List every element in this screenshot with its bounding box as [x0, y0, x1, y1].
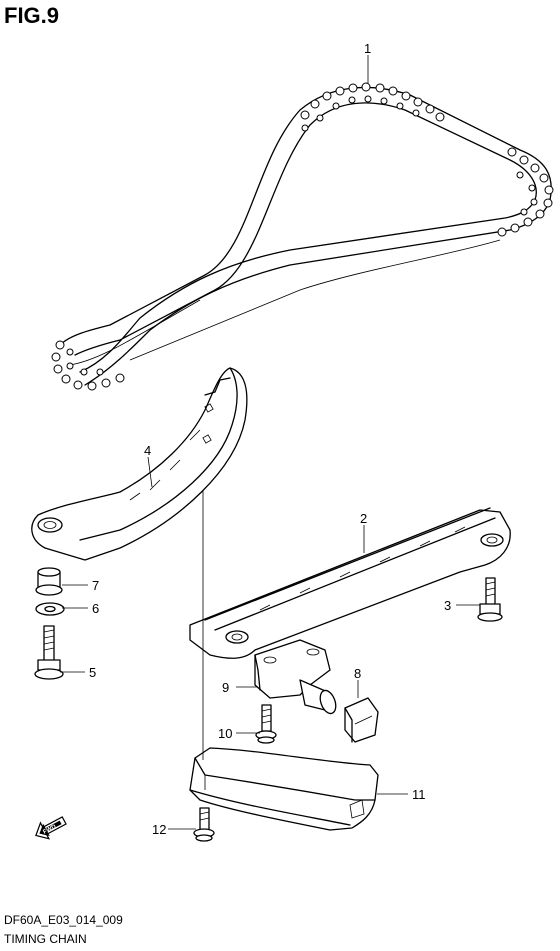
part-12-bolt[interactable]: [193, 807, 215, 842]
figure-name: TIMING CHAIN: [4, 932, 87, 946]
callout-6: 6: [92, 601, 99, 616]
callout-10: 10: [218, 726, 232, 741]
leader-lines: [60, 55, 480, 830]
part-11-chain-guide-cover[interactable]: [189, 747, 379, 831]
callout-5: 5: [89, 665, 96, 680]
part-3-bolt[interactable]: [477, 577, 503, 622]
callout-12: 12: [152, 822, 166, 837]
part-1-timing-chain[interactable]: [51, 82, 554, 391]
callout-4: 4: [144, 443, 151, 458]
fwd-arrow-icon: FWD: [35, 816, 67, 840]
figure-code: DF60A_E03_014_009: [4, 913, 123, 927]
callout-7: 7: [92, 578, 99, 593]
callout-2: 2: [360, 511, 367, 526]
part-7-collar[interactable]: [35, 567, 63, 596]
callout-3: 3: [444, 598, 451, 613]
part-4-chain-tensioner-arm[interactable]: [31, 367, 248, 561]
callout-11: 11: [412, 787, 426, 802]
part-6-washer[interactable]: [35, 602, 65, 616]
callout-9: 9: [222, 680, 229, 695]
part-2-chain-guide[interactable]: [189, 507, 511, 659]
figure-title: FIG.9: [4, 3, 60, 28]
part-8-clip[interactable]: [344, 697, 379, 743]
part-5-bolt[interactable]: [34, 625, 64, 680]
callout-8: 8: [354, 666, 361, 681]
part-10-bolt[interactable]: [255, 704, 277, 744]
callout-1: 1: [364, 41, 371, 56]
part-9-chain-tensioner[interactable]: [254, 639, 339, 716]
